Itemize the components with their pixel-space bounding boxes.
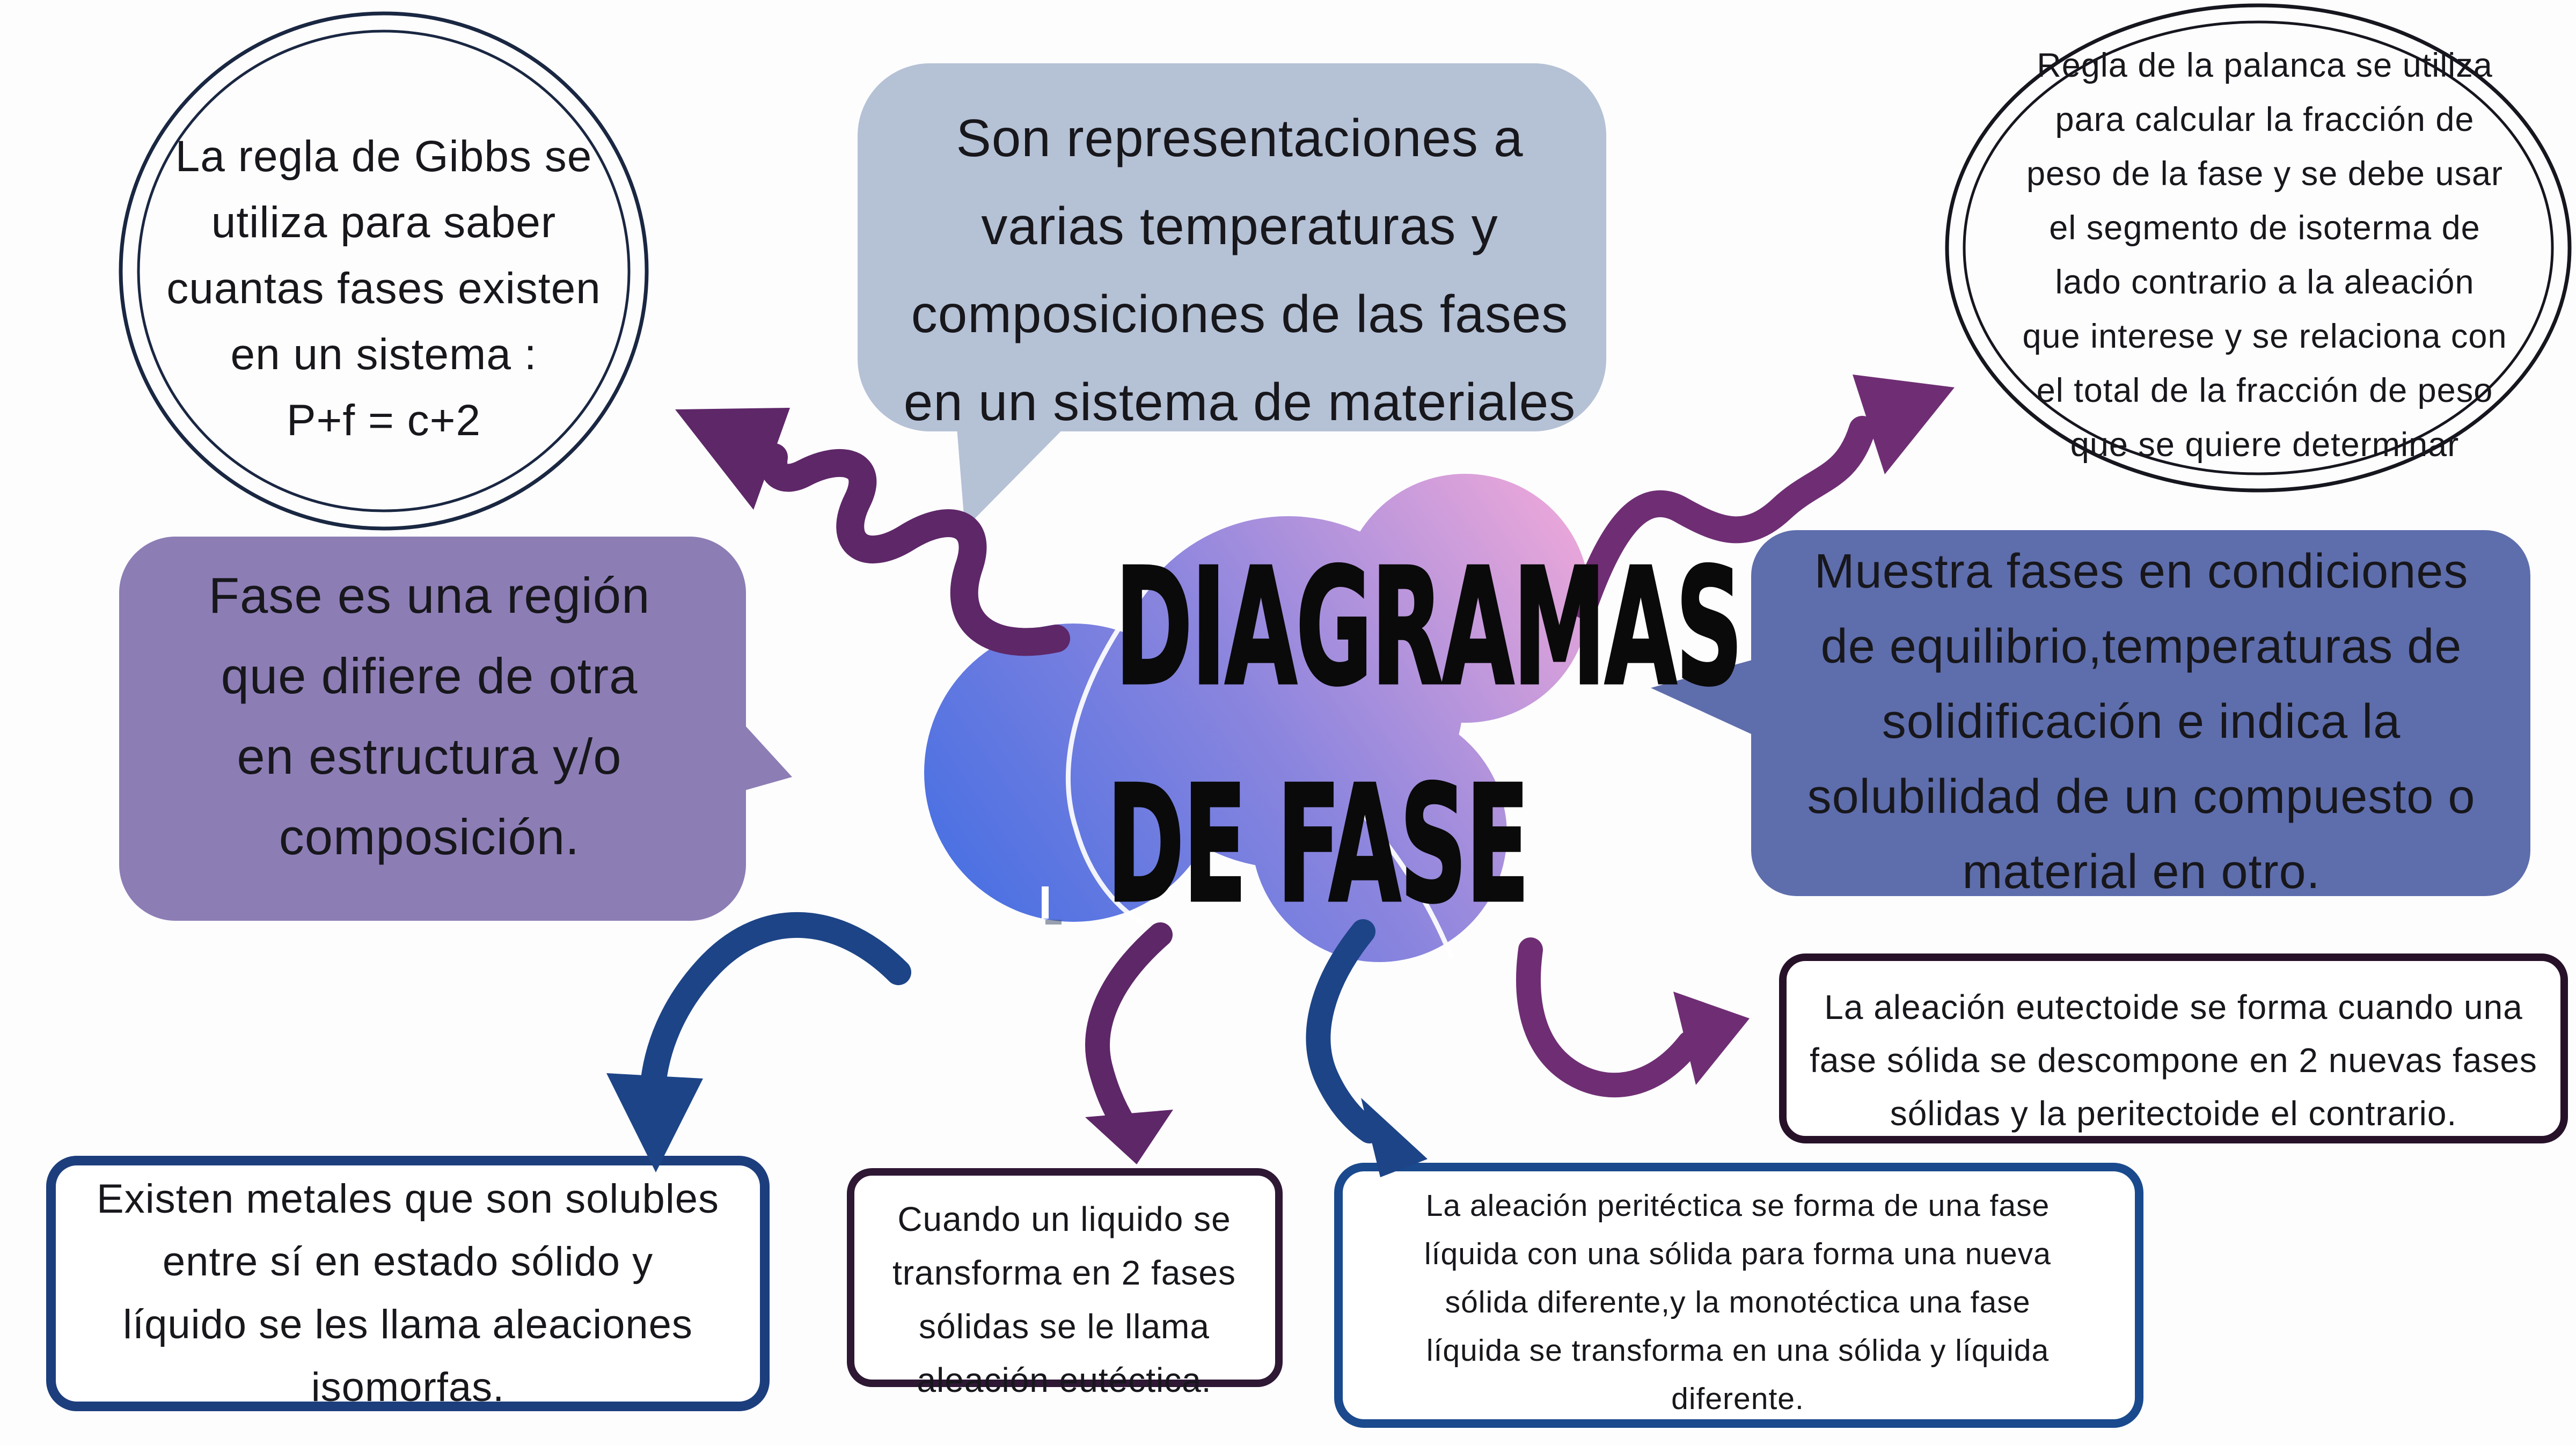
cursor-mark [1042, 886, 1049, 919]
box-eutectica [847, 1168, 1283, 1387]
page-title-line-1: DIAGRAMAS [1114, 534, 1744, 721]
eutectoide-note: La aleación eutectoide se forma cuando u… [1810, 988, 2537, 1133]
gibbs-rule-note: La regla de Gibbs se utiliza para saber … [166, 132, 601, 445]
box-peritectica [1334, 1163, 2143, 1428]
bubble-equilibrio-tail [1651, 659, 1756, 736]
isomorfas-note: Existen metales que son solubles entre s… [97, 1176, 719, 1410]
zigzag-arrow-to-palanca-icon [1571, 375, 1955, 619]
bubble-representaciones [858, 63, 1606, 529]
fase-definition-note: Fase es una región que difiere de otra e… [208, 567, 650, 865]
bubble-gibbs-outline [119, 11, 649, 531]
blob-lobe-top-right [1341, 474, 1590, 723]
bubble-representaciones-tail [955, 408, 1084, 529]
curved-arrow-to-isomorfas-icon [606, 912, 911, 1172]
curved-arrow-to-eutectica-icon [1085, 922, 1173, 1164]
blob-decorative-lines [1065, 578, 1454, 959]
representaciones-note: Son representaciones a varias temperatur… [903, 108, 1576, 431]
bubble-fase-tail [735, 715, 792, 793]
bubble-palanca-outline [1945, 3, 2572, 493]
eutectica-note: Cuando un liquido se transforma en 2 fas… [892, 1200, 1236, 1399]
lever-rule-note: Regla de la palanca se utiliza para calc… [2022, 47, 2507, 464]
curved-arrow-to-eutectoide-icon [1516, 937, 1750, 1098]
page-title-line-2: DE FASE [1106, 751, 1531, 938]
box-eutectoide [1779, 953, 2568, 1143]
bubble-fase [119, 537, 792, 921]
bubble-equilibrio [1651, 530, 2530, 896]
underscore-mark [1045, 920, 1062, 925]
curved-arrow-to-peritectica-icon [1306, 919, 1428, 1177]
equilibrio-note: Muestra fases en condiciones de equilibr… [1807, 545, 2476, 899]
box-isomorfas [46, 1156, 770, 1411]
zigzag-arrow-to-gibbs-icon [675, 408, 1070, 656]
peritectica-note: La aleación peritéctica se forma de una … [1424, 1189, 2051, 1416]
